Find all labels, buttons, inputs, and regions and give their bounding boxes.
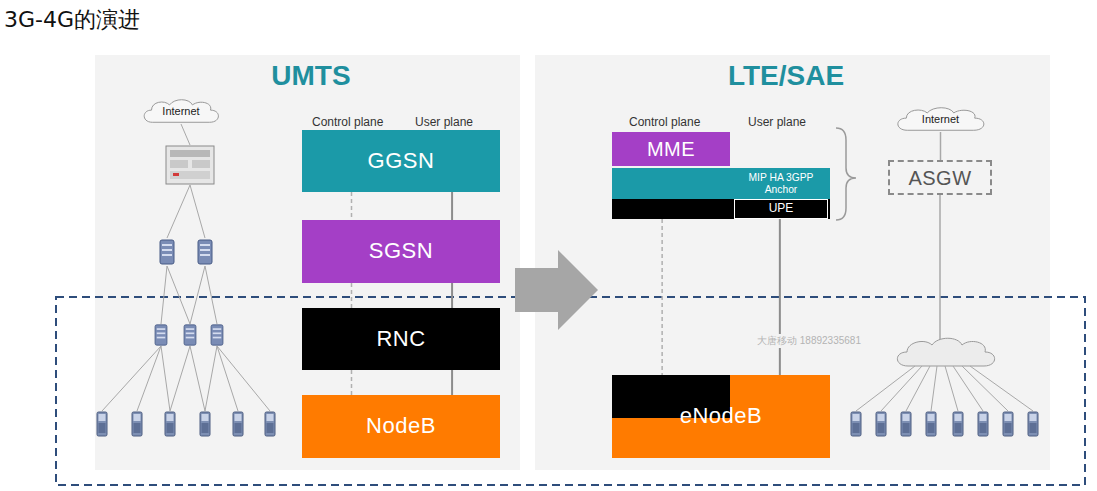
control-plane-link [351,283,353,308]
plane-label: Control plane [629,115,700,129]
control-plane-link [351,370,353,395]
node-text: MME [647,138,695,160]
server-icon [198,240,212,264]
left-tree-wires [102,124,270,411]
server-icon [211,325,223,345]
left-phones [97,412,275,436]
anchor-row-box: MIP HA 3GPP Anchor [612,168,830,199]
access-region [56,297,1085,485]
plane-label: User plane [415,115,473,129]
watermark: 大唐移动 18892335681 [755,334,863,348]
text-area: UPE [734,199,828,219]
text-area: MIP HA 3GPP Anchor [734,168,828,199]
core-node-box: SGSN [302,220,500,283]
server-icon [184,325,196,345]
right-tree-wires [856,366,1033,411]
node-text: ASGW [908,167,971,189]
core-node-box: GGSN [302,130,500,192]
gateway-wire [939,195,941,342]
node-text: UPE [769,202,794,215]
server-icon [160,240,174,264]
evolution-arrow [515,250,598,330]
core-node-box: MME [612,132,730,166]
system-heading: UMTS [211,60,411,92]
gateway-box: ASGW [888,160,992,195]
right-phones [851,412,1038,436]
base-station-box: eNodeB [612,375,830,458]
server-rack-icon [166,146,214,184]
control-plane-link [351,192,353,220]
user-plane-link [779,219,781,375]
node-text: Internet [162,105,199,117]
node-text: MIP HA 3GPP Anchor [734,172,828,195]
user-plane-link [940,132,942,160]
node-text: Internet [922,113,959,125]
plane-label: Control plane [312,115,383,129]
user-plane-link [451,370,453,395]
internet-cloud: Internet [893,106,988,132]
user-plane-link [451,283,453,308]
node-text: RNC [376,327,425,351]
radio-controller-box: RNC [302,308,500,370]
node-text: NodeB [366,414,436,438]
umts-panel [95,55,520,470]
brace [836,128,856,220]
page-title: 3G-4G的演进 [4,5,140,35]
node-text: eNodeB [680,404,763,428]
system-heading: LTE/SAE [686,60,886,92]
base-station-box: NodeB [302,395,500,458]
access-cloud [897,338,994,366]
control-plane-link [661,219,663,375]
node-text: GGSN [368,149,435,173]
internet-cloud: Internet [140,98,222,124]
user-plane-link [451,192,453,220]
user-plane-entity-box: UPE [612,199,830,219]
server-icon [155,325,167,345]
lte-panel [535,55,1050,470]
plane-label: User plane [748,115,806,129]
node-text: SGSN [369,239,433,263]
